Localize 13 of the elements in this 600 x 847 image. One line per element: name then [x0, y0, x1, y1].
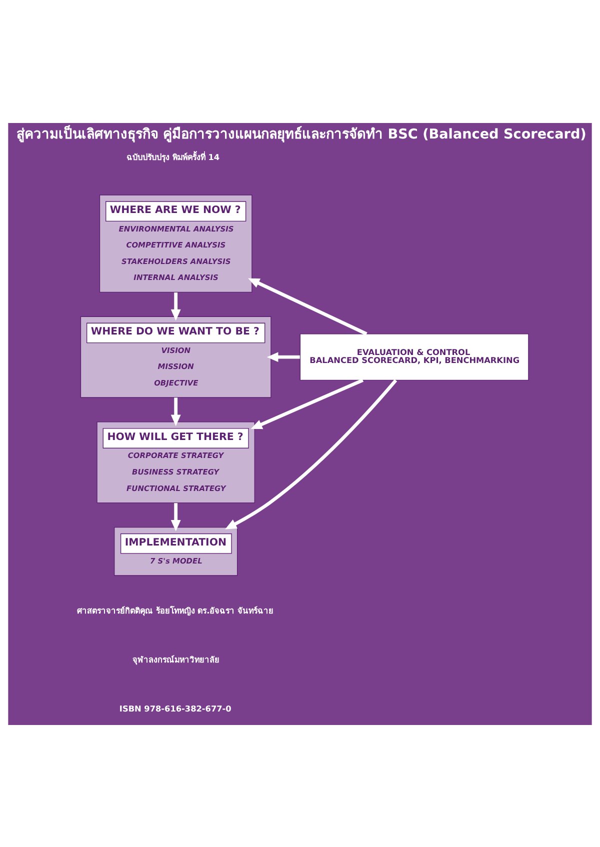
node-box: EVALUATION & CONTROL BALANCED SCORECARD, KPI, BENCHMARKING: [300, 333, 529, 380]
diagram-title: สู่ความเป็นเลิศทางธุรกิจ คู่มือการวางแผนกลยุทธ์และการจัดทำ BSC (Balanced Scorecard): [16, 126, 586, 142]
arrow: [170, 397, 181, 426]
label: จุฬาลงกรณ์มหาวิทยาลัย: [132, 654, 220, 664]
label: ฉบับปรับปรุง พิมพ์ครั้งที่ 14: [126, 151, 220, 162]
label: ISBN 978-616-382-677-0: [119, 702, 232, 713]
arrow: [225, 378, 398, 529]
arrow: [170, 292, 181, 320]
label: ศาสตราจารย์กิตติคุณ ร้อยโทหญิง ดร.อัจฉรา จันทร์ฉาย: [76, 605, 274, 616]
arrow: [248, 278, 368, 335]
arrow: [266, 352, 300, 362]
arrow: [250, 378, 364, 429]
arrow: [170, 502, 181, 531]
